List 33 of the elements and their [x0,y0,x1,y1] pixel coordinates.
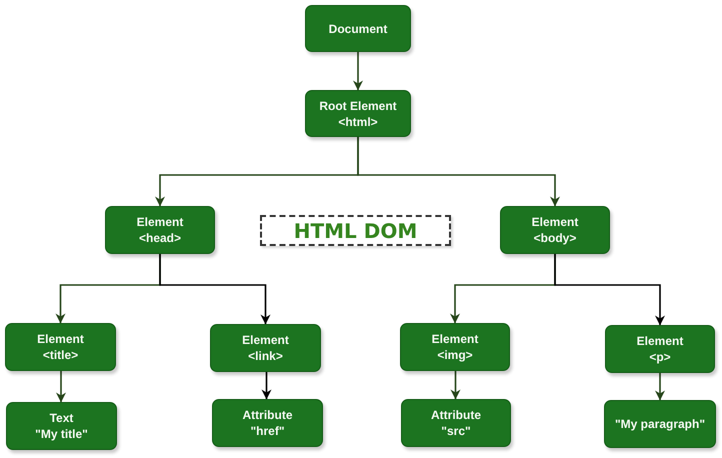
node-text: Text "My title" [35,410,88,442]
node-text: Element <link> [242,332,289,364]
diagram-title: HTML DOM [260,215,451,246]
node-box [500,206,610,254]
node-text: Attribute "href" [242,407,292,439]
node-text: Element <body> [532,214,578,246]
node-text: Root Element <html> [319,98,397,130]
node-box [5,323,116,371]
node-text: Document [328,20,388,36]
node-text: Element <p> [636,333,684,365]
node-box [6,402,117,450]
node-text: Attribute "src" [431,407,481,439]
node-box [400,323,510,371]
node-box [105,206,215,254]
node-text: Element <title> [37,331,84,363]
node-text: Element <head> [136,214,184,246]
node-box [212,399,323,447]
node-box [305,90,411,137]
arrow [159,254,270,324]
arrow [450,371,460,400]
node-box [605,325,715,373]
node-box [401,399,511,447]
arrow [56,371,66,402]
arrow [655,373,665,400]
node-box [604,400,716,448]
arrow [357,137,560,206]
arrow [554,254,665,326]
node-text: Element <img> [432,331,478,363]
node-box [305,5,411,52]
node-text: "My paragraph" [614,416,706,432]
arrow [353,52,363,90]
arrow [262,372,272,400]
node-box [210,324,321,372]
